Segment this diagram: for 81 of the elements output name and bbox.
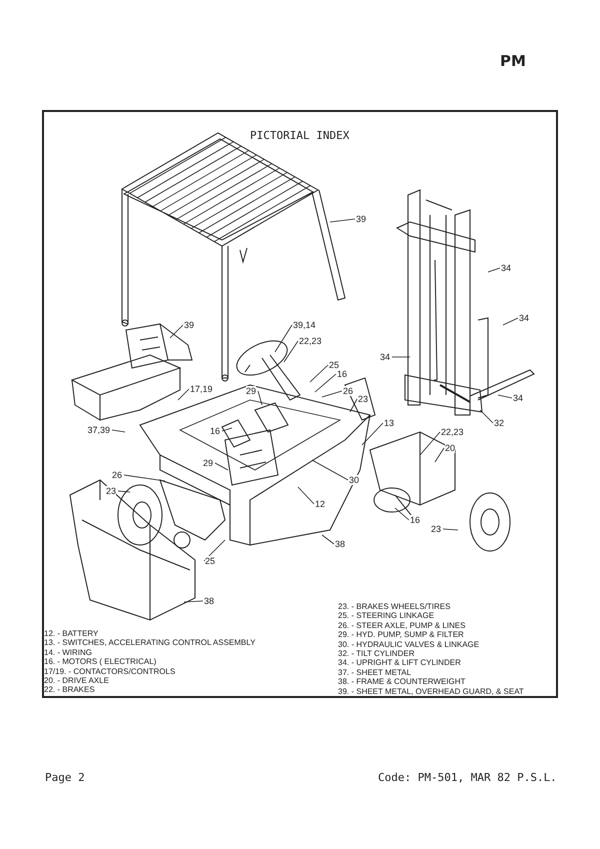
callout-number: 23 (106, 486, 116, 496)
part-list-item: 37. - SHEET METAL (338, 668, 412, 678)
callout-number: 39 (356, 214, 366, 224)
callout-number: 26 (343, 386, 354, 396)
part-list-item: 16. - MOTORS ( ELECTRICAL) (44, 657, 158, 667)
callout-number: 25 (205, 556, 216, 566)
leader-line (124, 474, 166, 482)
leader-line (392, 356, 410, 358)
leader-line (498, 394, 512, 398)
callout-number: 29 (202, 458, 213, 468)
part-list-item: 20. - DRIVE AXLE (44, 676, 110, 686)
callout-number: 38 (335, 539, 346, 549)
leader-line (322, 390, 342, 398)
document-section-code: PM (500, 51, 526, 72)
leader-line (310, 364, 328, 382)
callout-number: 16 (337, 369, 348, 379)
leader-line (420, 432, 440, 456)
leader-line (502, 318, 518, 326)
part-list-item: 12. - BATTERY (44, 629, 100, 638)
callout-number: 34 (519, 313, 530, 323)
callout-number: 30 (349, 475, 360, 485)
part-list-item: 14. - WIRING (44, 648, 94, 658)
leader-line (274, 324, 292, 352)
page-number: Page 2 (45, 770, 85, 786)
part-list-item: 29. - HYD. PUMP, SUMP & FILTER (338, 630, 465, 640)
leader-line (178, 388, 190, 400)
leader-line (362, 422, 384, 446)
part-list-item: 25. - STEERING LINKAGE (338, 611, 436, 621)
part-list-item: 13. - SWITCHES, ACCELERATING CONTROL ASSEMBLY (44, 638, 256, 648)
part-list-item: 38. - FRAME & COUNTERWEIGHT (338, 677, 466, 687)
leader-line (330, 218, 356, 222)
leader-line (434, 448, 444, 462)
part-list-item: 23. - BRAKES WHEELS/TIRES (338, 602, 452, 612)
callout-number: 38 (204, 596, 214, 606)
callout-number: 29 (246, 386, 256, 396)
leader-line (314, 374, 336, 392)
callout-number: 34 (513, 393, 524, 403)
leader-line (480, 410, 494, 424)
part-list-item: 17/19. - CONTACTORS/CONTROLS (44, 666, 176, 676)
part-list-item: 26. - STEER AXLE, PUMP & LINES (338, 620, 466, 630)
callout-number: 34 (380, 352, 390, 362)
leader-line (298, 486, 314, 504)
leader-line (350, 398, 358, 412)
part-list-item: 39. - SHEET METAL, OVERHEAD GUARD, & SEAT (338, 686, 524, 696)
leader-line (488, 268, 500, 272)
leader-line (284, 340, 298, 362)
callout-number: 39,14 (293, 320, 316, 330)
callout-number: 22,23 (441, 427, 464, 437)
callout-number: 12 (315, 499, 326, 509)
leader-line (184, 600, 204, 602)
callout-number: 34 (501, 263, 512, 273)
leader-line (118, 490, 130, 492)
callout-number: 17,19 (190, 384, 213, 394)
leader-line (394, 508, 410, 520)
callout-number: 25 (329, 360, 340, 370)
callout-number: 23 (358, 394, 368, 404)
leader-line (214, 462, 228, 470)
leader-line (112, 430, 126, 432)
leader-line (222, 428, 232, 432)
leader-line (258, 390, 262, 406)
part-list-item: 34. - UPRIGHT & LIFT CYLINDER (338, 658, 462, 668)
part-list-item: 32. - TILT CYLINDER (338, 649, 416, 658)
callout-number: 26 (112, 470, 122, 480)
leader-line (170, 324, 184, 338)
leader-line (442, 528, 458, 530)
leader-line (204, 540, 226, 562)
callout-number: 32 (494, 418, 504, 428)
diagram-title: PICTORIAL INDEX (250, 128, 350, 144)
callout-number: 23 (430, 524, 441, 534)
document-code: Code: PM-501, MAR 82 P.S.L. (378, 770, 557, 786)
callout-number: 22,23 (299, 336, 322, 346)
callout-number: 16 (410, 515, 420, 525)
part-list-item: 22. - BRAKES (44, 685, 96, 695)
callout-number: 39 (184, 320, 194, 330)
callout-number: 37,39 (87, 425, 110, 435)
callout-number: 13 (384, 418, 394, 428)
leader-line (312, 460, 348, 480)
callout-number: 16 (210, 426, 220, 436)
leader-line (322, 534, 334, 544)
part-list-item: 30. - HYDRAULIC VALVES & LINKAGE (338, 640, 480, 650)
callout-number: 20 (445, 443, 456, 453)
